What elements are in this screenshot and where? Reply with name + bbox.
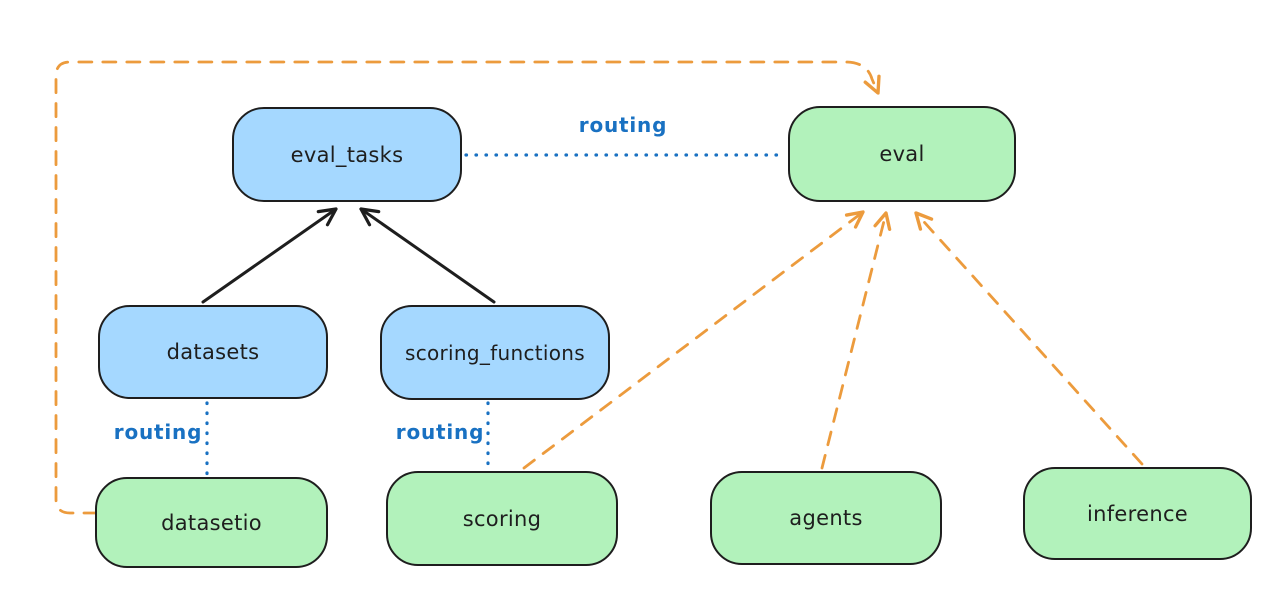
node-agents: agents <box>710 471 942 565</box>
node-scoring: scoring <box>386 471 618 566</box>
edge-scoring-to-eval <box>522 210 865 470</box>
node-eval-label: eval <box>879 142 925 166</box>
node-datasetio: datasetio <box>95 477 328 568</box>
edge-label-routing-datasets-datasetio: routing <box>113 420 203 444</box>
node-scoring-functions-label: scoring_functions <box>404 340 586 365</box>
node-inference: inference <box>1023 467 1252 560</box>
edge-inference-to-eval <box>914 211 1144 466</box>
node-eval-tasks: eval_tasks <box>232 107 462 202</box>
edge-agents-to-eval <box>820 211 892 470</box>
node-scoring-functions: scoring_functions <box>380 305 610 400</box>
node-inference-label: inference <box>1086 501 1189 526</box>
node-datasetio-label: datasetio <box>161 510 262 535</box>
edge-label-routing-eval-tasks-eval: routing <box>578 113 668 137</box>
edge-datasetio-to-eval <box>54 60 881 515</box>
node-scoring-label: scoring <box>462 506 542 531</box>
node-agents-label: agents <box>789 506 863 530</box>
node-eval: eval <box>788 106 1016 202</box>
edge-scoring-functions-to-eval-tasks <box>359 207 496 304</box>
node-datasets-label: datasets <box>166 340 260 364</box>
edge-datasets-to-eval-tasks <box>201 207 338 304</box>
edge-label-routing-scoring-functions-scoring: routing <box>395 420 485 444</box>
node-datasets: datasets <box>98 305 328 399</box>
node-eval-tasks-label: eval_tasks <box>290 142 404 167</box>
